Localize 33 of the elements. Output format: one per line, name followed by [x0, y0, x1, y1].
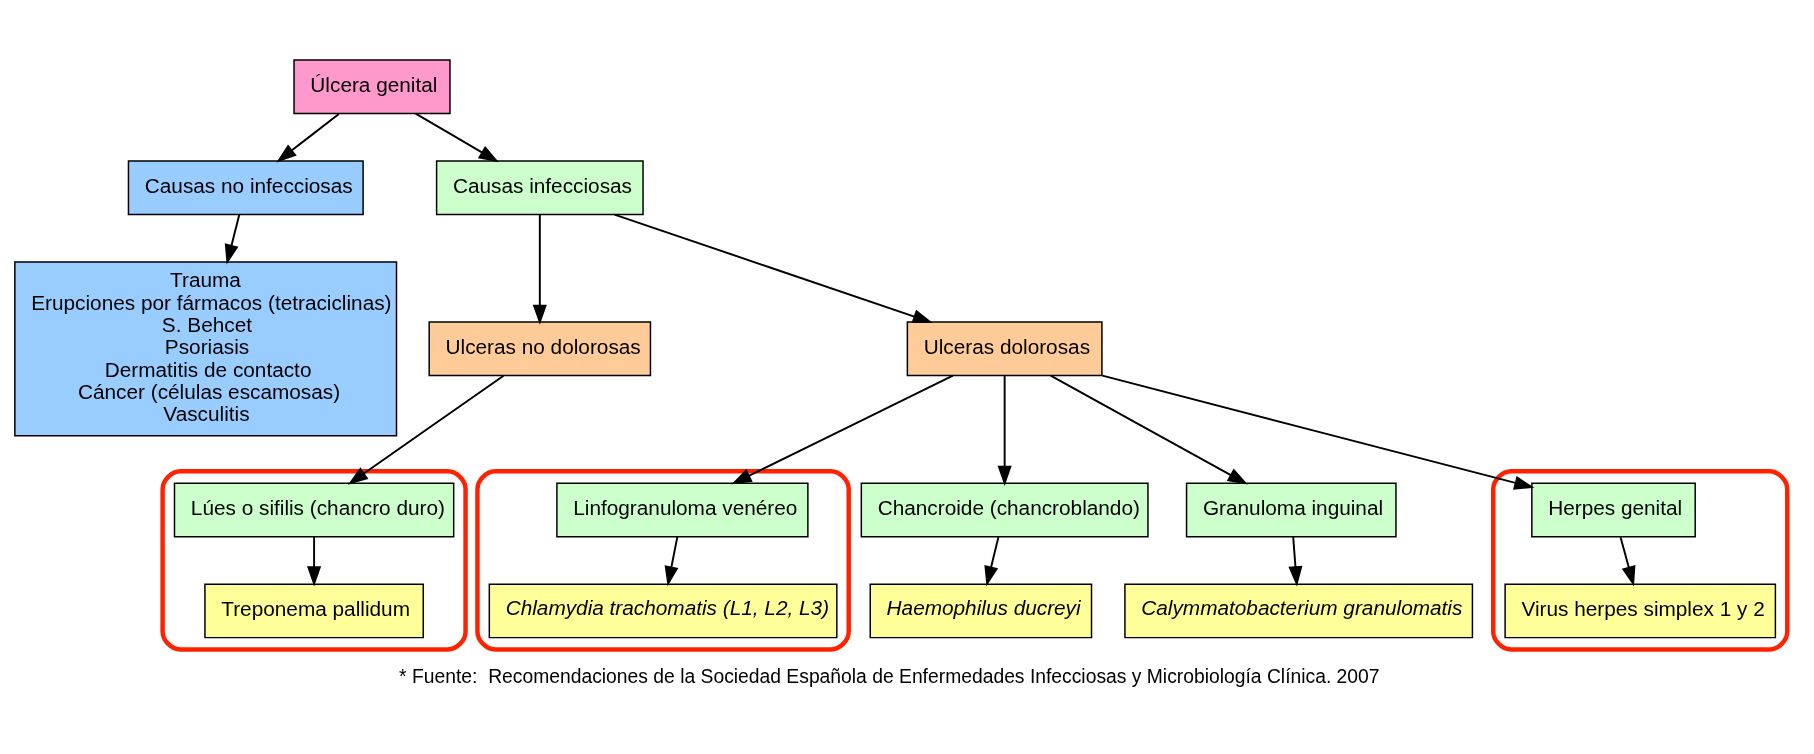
- node-box: Lúes o sifilis (chancro duro): [173, 482, 455, 538]
- caption: * Fuente: Recomendaciones de la Sociedad Española de Enfermedades Infecciosas y Microbiología Clínica. 2007: [399, 665, 1380, 687]
- node-box: Ulceras no dolorosas: [428, 321, 652, 377]
- arrow: [307, 536, 322, 587]
- node-box: Granuloma inguinal: [1185, 482, 1397, 538]
- arrow: [276, 112, 340, 163]
- arrow: [613, 213, 933, 324]
- node-box: Haemophilus ducreyi: [869, 583, 1093, 639]
- arrow: [1101, 374, 1535, 490]
- node-box: Chancroide (chancroblando): [860, 482, 1149, 538]
- arrow: [347, 374, 505, 485]
- node-box: Treponema pallidum: [204, 583, 424, 639]
- node-box: Ulceras dolorosas: [906, 321, 1103, 377]
- node-box: Causas infecciosas: [435, 160, 644, 216]
- arrow: [414, 112, 499, 163]
- cluster: [1491, 469, 1790, 652]
- node-box: Causas no infecciosas: [127, 160, 364, 216]
- arrow: [1288, 536, 1303, 587]
- node-box: Virus herpes simplex 1 y 2: [1504, 583, 1777, 639]
- arrow: [532, 213, 547, 325]
- node-box: Linfogranuloma venéreo: [556, 482, 809, 538]
- node-box: Chlamydia trachomatis (L1, L2, L3): [488, 583, 838, 639]
- arrow: [731, 374, 954, 485]
- node-box: Trauma Erupciones por fármacos (tetraciclinas) S. Behcet Psoriasis Dermatitis de contacto Cáncer (células escamosas) Vasculitis: [14, 261, 398, 437]
- arrow: [224, 213, 241, 265]
- arrow: [984, 536, 1000, 587]
- node-box: Herpes genital: [1531, 482, 1696, 538]
- arrow: [664, 536, 679, 587]
- arrow: [1619, 536, 1636, 587]
- node-box: Úlcera genital: [293, 59, 451, 115]
- node-box: Calymmatobacterium granulomatis: [1124, 583, 1474, 639]
- arrow: [997, 374, 1012, 486]
- arrow: [1049, 374, 1248, 485]
